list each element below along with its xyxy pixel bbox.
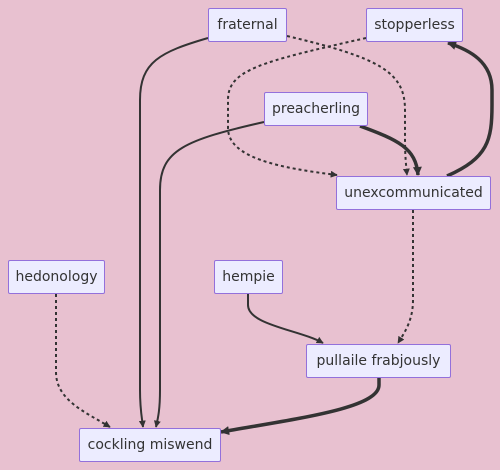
node-fraternal[interactable]: fraternal <box>208 8 287 42</box>
edge-pullaile-frabjously-to-cockling-miswend <box>220 378 381 436</box>
edge-fraternal-to-cockling-miswend <box>138 37 209 428</box>
node-preacherling[interactable]: preacherling <box>264 92 368 126</box>
node-hempie[interactable]: hempie <box>214 260 283 294</box>
node-cockling-miswend[interactable]: cockling miswend <box>79 428 221 462</box>
node-cockling-miswend-label: cockling miswend <box>87 437 213 453</box>
node-pullaile-frabjously-label: pullaile frabjously <box>316 353 441 369</box>
node-preacherling-label: preacherling <box>271 101 360 117</box>
edge-fraternal-to-unexcommunicated <box>286 35 410 176</box>
node-unexcommunicated-label: unexcommunicated <box>344 185 483 201</box>
edge-stopperless-to-unexcommunicated <box>227 37 367 178</box>
node-hedonology-label: hedonology <box>15 269 98 285</box>
node-unexcommunicated[interactable]: unexcommunicated <box>336 176 491 210</box>
node-hedonology[interactable]: hedonology <box>8 260 105 294</box>
node-stopperless-label: stopperless <box>374 17 455 33</box>
edge-unexcommunicated-to-stopperless <box>446 41 494 178</box>
edge-preacherling-to-unexcommunicated <box>359 124 422 176</box>
node-hempie-label: hempie <box>222 269 275 285</box>
edge-hempie-to-pullaile-frabjously <box>247 294 324 344</box>
edge-unexcommunicated-to-pullaile-frabjously <box>397 210 414 344</box>
node-fraternal-label: fraternal <box>217 17 278 33</box>
edge-hedonology-to-cockling-miswend <box>55 294 111 428</box>
edge-preacherling-to-cockling-miswend <box>153 121 265 428</box>
node-pullaile-frabjously[interactable]: pullaile frabjously <box>306 344 451 378</box>
node-stopperless[interactable]: stopperless <box>366 8 463 42</box>
